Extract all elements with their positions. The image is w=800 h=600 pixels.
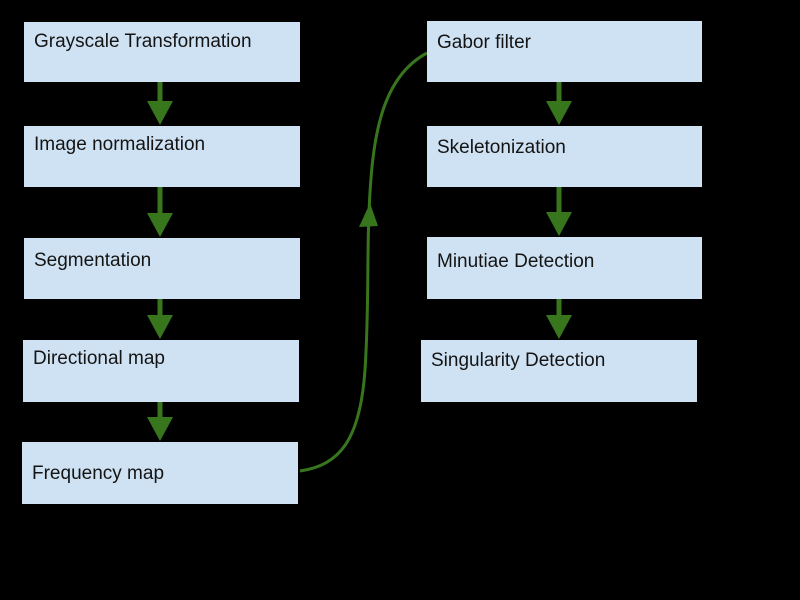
curved-arrow-frequency-to-gabor-icon xyxy=(299,51,428,473)
arrow-directional-to-frequency-icon xyxy=(147,402,173,441)
node-label: Gabor filter xyxy=(437,32,531,53)
arrow-minutiae-to-singularity-icon xyxy=(546,295,572,339)
node-grayscale-transformation: Grayscale Transformation xyxy=(24,22,300,82)
node-label: Grayscale Transformation xyxy=(34,31,252,52)
node-label: Frequency map xyxy=(32,463,165,484)
arrow-skeletonization-to-minutiae-icon xyxy=(546,187,572,236)
arrow-grayscale-to-normalization-icon xyxy=(147,82,173,125)
node-gabor-filter: Gabor filter xyxy=(427,21,702,82)
arrow-normalization-to-segmentation-icon xyxy=(147,187,173,237)
node-directional-map: Directional map xyxy=(23,340,299,402)
arrow-gabor-to-skeletonization-icon xyxy=(546,82,572,125)
node-frequency-map: Frequency map xyxy=(22,442,298,504)
node-skeletonization: Skeletonization xyxy=(427,126,702,187)
node-image-normalization: Image normalization xyxy=(24,126,300,187)
arrow-segmentation-to-directional-icon xyxy=(147,294,173,339)
node-label: Segmentation xyxy=(34,250,152,271)
node-singularity-detection: Singularity Detection xyxy=(421,340,697,402)
node-label: Singularity Detection xyxy=(431,350,606,371)
node-label: Image normalization xyxy=(34,134,206,155)
node-label: Minutiae Detection xyxy=(437,251,595,272)
node-label: Skeletonization xyxy=(437,137,566,158)
node-label: Directional map xyxy=(33,348,165,369)
node-minutiae-detection: Minutiae Detection xyxy=(427,237,702,299)
node-segmentation: Segmentation xyxy=(24,238,300,299)
